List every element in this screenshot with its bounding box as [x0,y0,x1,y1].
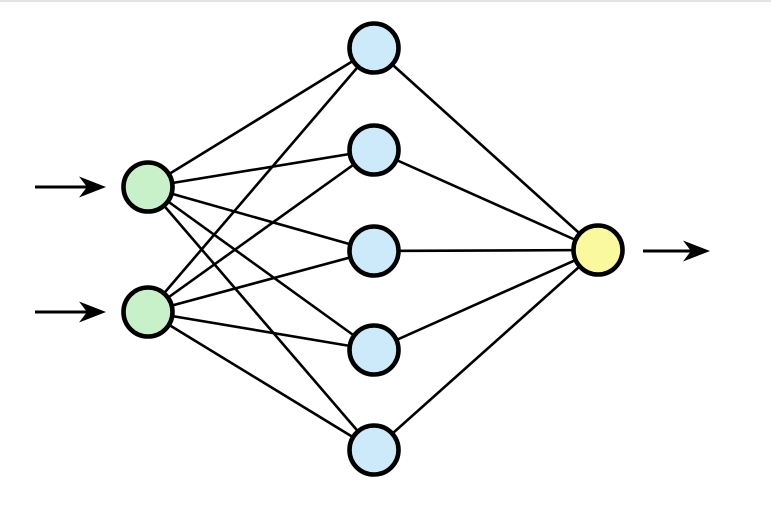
connection-edge-input-layer-1-to-hidden-layer-4 [147,310,375,452]
connection-edge-input-layer-0-to-hidden-layer-3 [147,185,375,352]
hidden-layer-node-5 [347,423,401,477]
connection-edge-input-layer-1-to-hidden-layer-1 [147,148,375,314]
input-layer-node-1 [121,160,175,214]
hidden-layer-node-4 [347,323,401,377]
connection-edge-hidden-layer-1-to-output-layer-0 [373,148,599,252]
connection-edge-input-layer-1-to-hidden-layer-0 [147,47,375,313]
connection-edge-hidden-layer-2-to-output-layer-0 [373,248,599,253]
connection-edge-input-layer-1-to-hidden-layer-3 [147,310,375,352]
output-arrow-1-head-icon [683,240,710,262]
connection-edge-input-layer-0-to-hidden-layer-2 [147,185,375,253]
connection-edge-hidden-layer-0-to-output-layer-0 [373,47,599,251]
connection-edge-input-layer-0-to-hidden-layer-0 [147,46,375,189]
connection-edge-hidden-layer-3-to-output-layer-0 [373,248,599,352]
connection-edge-hidden-layer-4-to-output-layer-0 [373,249,599,451]
input-arrow-2-head-icon [79,301,106,323]
output-layer-node-1 [571,223,625,277]
hidden-layer-node-2 [347,123,401,177]
hidden-layer-node-1 [347,21,401,75]
connection-edge-input-layer-0-to-hidden-layer-4 [147,186,375,451]
top-border-line [0,0,771,2]
connection-edge-input-layer-0-to-hidden-layer-1 [147,148,375,189]
input-arrow-1-head-icon [79,176,106,198]
input-layer-node-2 [121,285,175,339]
hidden-layer-node-3 [347,224,401,278]
connection-edge-input-layer-1-to-hidden-layer-2 [147,249,375,314]
